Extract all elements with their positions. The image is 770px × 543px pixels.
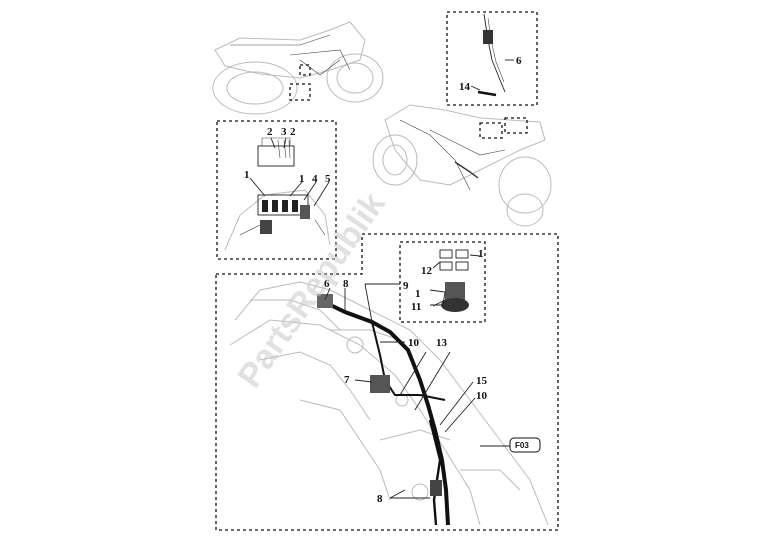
callout-14: 14 bbox=[459, 81, 471, 93]
callout-1-sub-top: 1 bbox=[478, 248, 484, 260]
callout-10-top: 10 bbox=[408, 337, 420, 349]
callout-1-left: 1 bbox=[244, 169, 250, 181]
callout-15: 15 bbox=[476, 375, 488, 387]
motorcycle-top-left bbox=[212, 21, 384, 115]
callout-6-top: 6 bbox=[516, 55, 522, 67]
callout-5: 5 bbox=[325, 173, 331, 185]
motorcycle-right bbox=[372, 104, 552, 227]
figure-reference-badge: F03 bbox=[515, 441, 529, 450]
callout-11: 11 bbox=[411, 301, 421, 313]
callout-8-bottom: 8 bbox=[377, 493, 383, 505]
watermark-text: PartsRepublik bbox=[230, 185, 392, 394]
callout-12: 12 bbox=[421, 265, 433, 277]
callout-10-bottom: 10 bbox=[476, 390, 488, 402]
callout-3: 3 bbox=[281, 126, 287, 138]
callout-2-left: 2 bbox=[267, 126, 273, 138]
callout-8-top: 8 bbox=[343, 278, 349, 290]
callout-9: 9 bbox=[403, 280, 409, 292]
inset-fusebox: 2 3 2 1 1 4 5 bbox=[216, 120, 337, 260]
callout-13: 13 bbox=[436, 337, 448, 349]
callout-7: 7 bbox=[344, 374, 350, 386]
callout-6-main: 6 bbox=[324, 278, 330, 290]
inset-main-harness: F03 6 8 9 12 1 1 11 10 13 7 15 10 8 bbox=[215, 233, 559, 531]
callout-2-right: 2 bbox=[290, 126, 296, 138]
callout-4: 4 bbox=[312, 173, 318, 185]
callout-1-sub: 1 bbox=[415, 288, 421, 300]
callout-1-right: 1 bbox=[299, 173, 305, 185]
inset-sensor: 6 14 bbox=[446, 11, 538, 106]
